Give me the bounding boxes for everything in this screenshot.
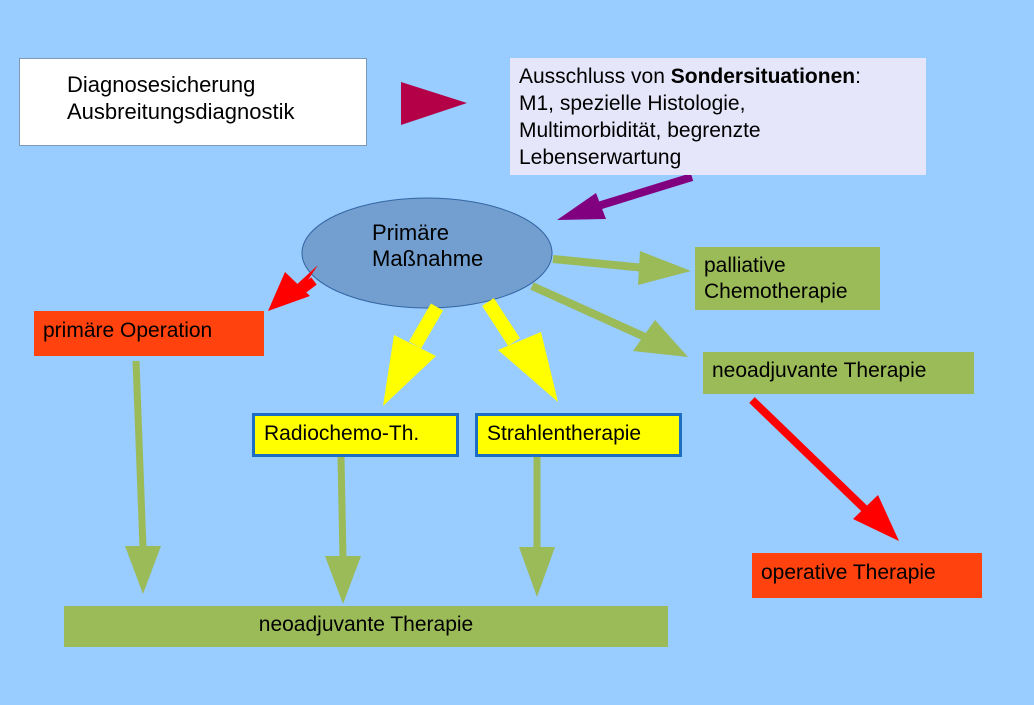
diagnosis-line-2: Ausbreitungsdiagnostik: [67, 99, 295, 124]
diagnosis-box: Diagnosesicherung Ausbreitungsdiagnostik: [19, 58, 367, 146]
exclusion-line-1: Ausschluss von Sondersituationen:: [519, 63, 926, 90]
operative-therapy-box: operative Therapie: [752, 553, 982, 598]
primary-measure-line-1: Primäre: [372, 220, 450, 245]
exclusion-prefix: Ausschluss von: [519, 65, 671, 88]
arrow-primary-to-radiochemo: [408, 303, 444, 349]
arrowhead-green-palliative: [638, 251, 691, 285]
arrow-primary-to-neoadjuvant-right: [530, 282, 647, 341]
arrow-operation-to-neoadjuvant: [132, 360, 147, 549]
arrow-exclusion-to-primary: [596, 173, 694, 210]
exclusion-line-4: Lebenserwartung: [519, 146, 682, 169]
arrowhead-red-primary-op-main: [268, 272, 310, 311]
neoadjuvant-right-box: neoadjuvante Therapie: [703, 352, 974, 394]
arrowhead-red-operative: [853, 495, 899, 541]
exclusion-line-3: Multimorbidität, begrenzte: [519, 119, 761, 142]
radiochemo-box: Radiochemo-Th.: [252, 413, 459, 457]
arrowhead-purple: [557, 193, 606, 220]
neoadjuvant-bottom-box: neoadjuvante Therapie: [64, 606, 668, 647]
exclusion-line-2: M1, spezielle Histologie,: [519, 92, 746, 115]
arrow-primary-to-radiotherapy: [482, 298, 520, 346]
palliative-box: palliative Chemotherapie: [695, 247, 880, 310]
primary-operation-box: primäre Operation: [34, 311, 264, 356]
arrowhead-yellow-radiochemo: [383, 335, 436, 406]
radiotherapy-box: Strahlentherapie: [475, 413, 682, 457]
arrow-neoadjuvant-to-operative: [749, 397, 873, 517]
arrowhead-green-down-2: [325, 556, 361, 604]
palliative-line-1: palliative: [704, 254, 786, 277]
primary-measure-label: Primäre Maßnahme: [372, 220, 483, 272]
arrow-primary-to-palliative: [552, 255, 646, 272]
exclusion-bold: Sondersituationen: [670, 65, 856, 88]
exclusion-colon: :: [855, 65, 861, 88]
arrow-primary-to-operation: [299, 277, 317, 294]
arrowhead-green-down-3: [519, 547, 555, 597]
arrowhead-yellow-radiotherapy: [498, 332, 558, 402]
arrowhead-green-neoadjuvant-right: [633, 320, 688, 357]
primary-measure-line-2: Maßnahme: [372, 246, 484, 271]
arrowhead-green-down-1: [125, 546, 161, 594]
primary-measure-ellipse: [301, 197, 553, 309]
exclusion-box: Ausschluss von Sondersituationen: M1, sp…: [510, 58, 926, 175]
arrow-radiochemo-to-neoadjuvant: [337, 456, 347, 559]
diagnosis-line-1: Diagnosesicherung: [67, 72, 256, 97]
triangle-arrow-icon: [401, 82, 467, 125]
palliative-line-2: Chemotherapie: [704, 280, 848, 303]
